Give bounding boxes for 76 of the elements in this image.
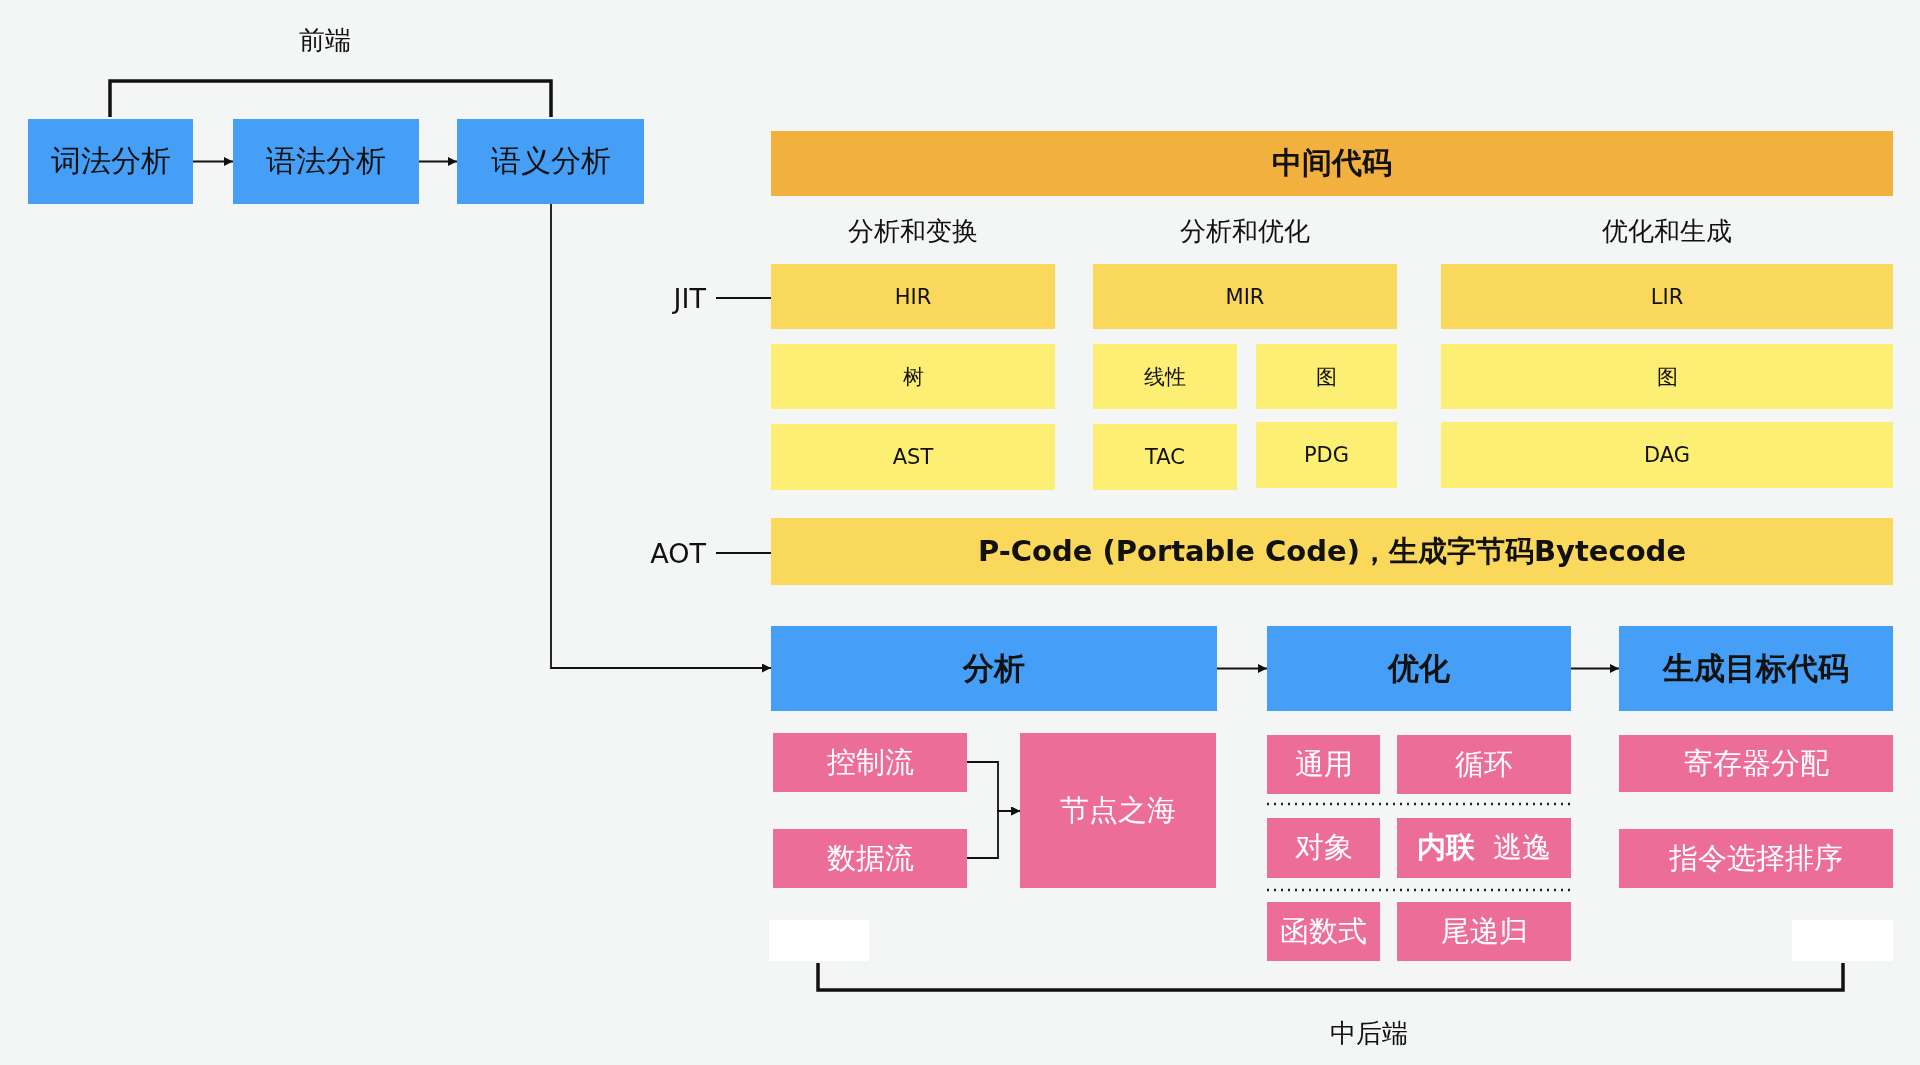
box-label: DAG (1643, 443, 1691, 467)
box-label: 生成目标代码 (1663, 648, 1849, 688)
process-box (1256, 422, 1397, 488)
connector-line (715, 297, 772, 299)
process-box (771, 344, 1055, 409)
box-label: 循环 (1455, 745, 1513, 783)
process-box (1397, 902, 1571, 961)
process-box (773, 829, 967, 888)
process-box (1619, 829, 1893, 888)
section-label: 前端 (299, 23, 351, 57)
process-box (1267, 735, 1380, 794)
arrow (418, 157, 458, 166)
box-label: HIR (894, 284, 932, 309)
process-box (233, 119, 419, 204)
connector-line (715, 552, 772, 554)
section-label: 优化和生成 (1602, 214, 1732, 248)
box-label: 逃逸 (1493, 829, 1551, 866)
box-label: P-Code (Portable Code)，生成字节码Bytecode (977, 532, 1687, 570)
process-box (1441, 344, 1893, 409)
box-label: MIR (1225, 284, 1265, 309)
box-label: 词法分析 (50, 142, 171, 180)
arrow (1216, 664, 1268, 673)
box-label: 图 (1316, 363, 1337, 391)
section-label: 中后端 (1330, 1016, 1408, 1050)
arrow (550, 203, 772, 673)
process-box (1256, 344, 1397, 409)
process-box (1020, 733, 1216, 888)
arrow (1570, 664, 1620, 673)
process-box (28, 119, 193, 204)
section-label: 分析和优化 (1180, 214, 1310, 248)
process-box (773, 733, 967, 792)
box-label: 中间代码 (1272, 144, 1392, 182)
box-label: 节点之海 (1060, 791, 1176, 829)
box-label: 通用 (1294, 745, 1353, 783)
box-label: 语法分析 (266, 142, 386, 180)
box-label: 内联 (1417, 829, 1475, 866)
box-label: AST (892, 445, 934, 469)
process-box (1093, 424, 1237, 490)
node-label: JIT (650, 281, 716, 315)
process-box (1619, 626, 1893, 711)
box-label: LIR (1650, 284, 1684, 309)
process-box (771, 131, 1893, 196)
process-box (1267, 902, 1380, 961)
box-label: 语义分析 (490, 142, 611, 180)
process-box (771, 264, 1055, 329)
process-box (1441, 422, 1893, 488)
box-label: 数据流 (826, 839, 914, 877)
process-box (771, 518, 1893, 585)
box-label: 树 (902, 363, 924, 391)
process-box (771, 626, 1217, 711)
box-label: 尾递归 (1440, 912, 1528, 950)
process-box (1441, 264, 1893, 329)
box-label: 线性 (1144, 363, 1186, 391)
box-label: TAC (1145, 445, 1185, 469)
node-label: AOT (630, 536, 716, 570)
arrow (966, 806, 1021, 859)
process-box (1093, 344, 1237, 409)
box-label: 对象 (1294, 829, 1353, 866)
box-label: 图 (1656, 363, 1678, 391)
process-box (457, 119, 644, 204)
box-label: 控制流 (826, 743, 914, 781)
box-label: 指令选择排序 (1669, 839, 1843, 877)
arrow (192, 157, 234, 166)
process-box (1397, 818, 1571, 878)
process-box (1267, 818, 1380, 878)
section-label: 分析和变换 (848, 214, 978, 248)
process-box (1093, 264, 1397, 329)
process-box (771, 424, 1055, 490)
process-box (1397, 735, 1571, 794)
box-label: PDG (1303, 443, 1350, 467)
box-label: 寄存器分配 (1683, 744, 1829, 782)
box-label: 优化 (1388, 648, 1450, 688)
process-box (1619, 735, 1893, 792)
box-label: 分析 (963, 648, 1025, 688)
process-box (1267, 626, 1571, 711)
box-label: 函数式 (1280, 912, 1367, 950)
